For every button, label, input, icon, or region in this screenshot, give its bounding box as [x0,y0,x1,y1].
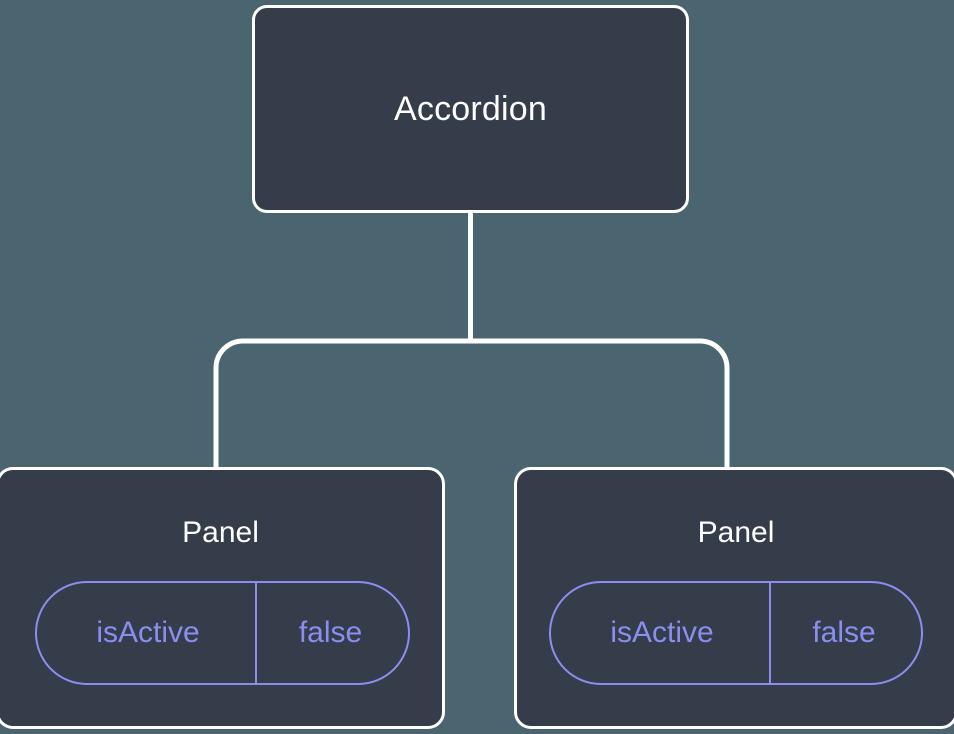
node-accordion[interactable]: Accordion [252,5,689,213]
state-badge-panel-2[interactable]: isActive false [549,581,923,685]
node-panel-1[interactable]: Panel isActive false [0,467,445,729]
state-badge-value: false [298,616,363,649]
connector-bus-left [213,338,471,469]
node-panel-1-title: Panel [182,516,259,549]
node-panel-2-title: Panel [697,516,775,549]
state-badge-divider [255,583,257,683]
node-panel-2[interactable]: Panel isActive false [514,467,954,729]
state-badge-value: false [812,616,876,649]
state-badge-key: isActive [610,616,714,649]
state-badge-panel-1[interactable]: isActive false [35,581,410,685]
state-badge-key: isActive [96,616,200,649]
connector-bus-right [470,338,730,469]
state-badge-divider [769,583,771,683]
node-accordion-title: Accordion [394,90,547,128]
